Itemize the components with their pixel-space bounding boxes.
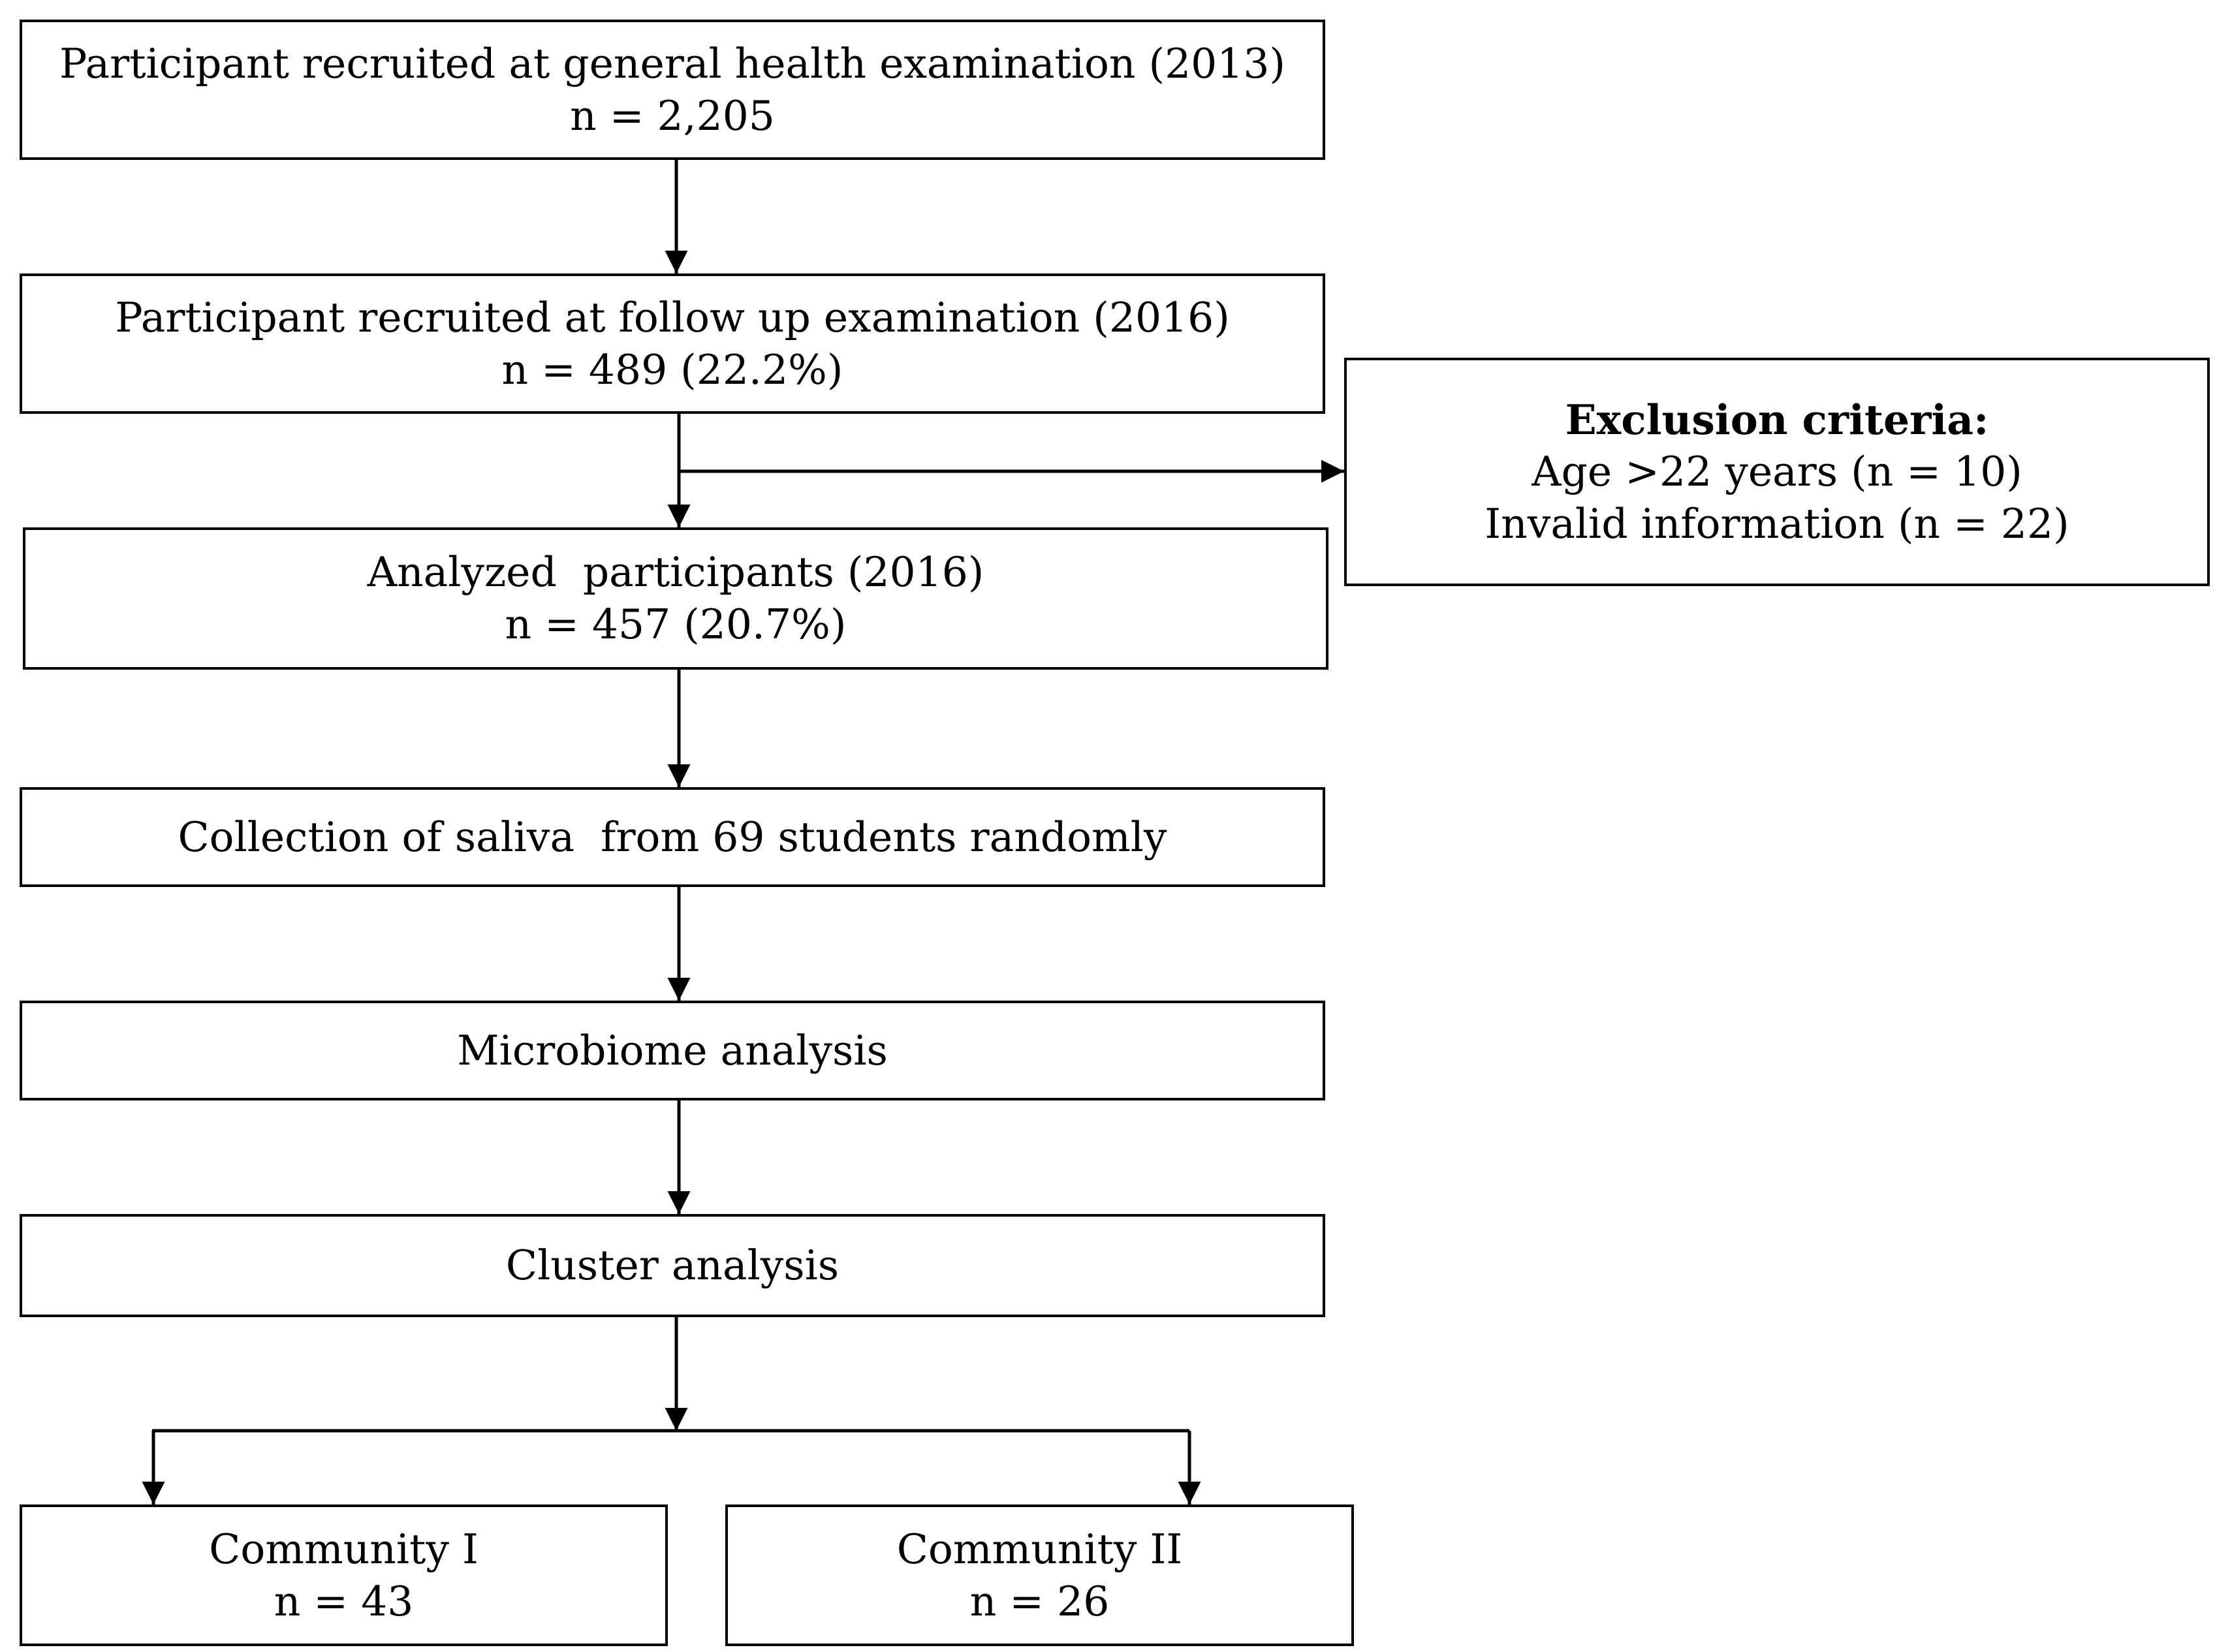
exclusion-criteria-title: Exclusion criteria: — [1565, 396, 1989, 444]
exclusion-invalid-info: Invalid information (n = 22) — [1485, 500, 2069, 548]
microbiome-analysis-box: Microbiome analysis — [20, 1001, 1325, 1100]
saliva-collection-label: Collection of saliva from 69 students ra… — [178, 813, 1167, 861]
recruit-2013-label: Participant recruited at general health … — [59, 39, 1285, 87]
cluster-analysis-label: Cluster analysis — [505, 1241, 840, 1289]
analyzed-count: n = 457 (20.7%) — [505, 600, 847, 648]
saliva-collection-box: Collection of saliva from 69 students ra… — [20, 787, 1325, 887]
recruit-2016-count: n = 489 (22.2%) — [501, 345, 843, 394]
recruit-2016-label: Participant recruited at follow up exami… — [115, 293, 1230, 341]
recruit-2013-count: n = 2,205 — [570, 91, 775, 140]
recruit-2013-box: Participant recruited at general health … — [20, 20, 1325, 160]
analyzed-participants-box: Analyzed participants (2016) n = 457 (20… — [23, 527, 1328, 670]
microbiome-analysis-label: Microbiome analysis — [457, 1026, 888, 1074]
community-1-box: Community I n = 43 — [20, 1504, 668, 1646]
exclusion-criteria-box: Exclusion criteria: Age >22 years (n = 1… — [1344, 358, 2210, 586]
community-2-box: Community II n = 26 — [725, 1504, 1354, 1646]
community-2-label: Community II — [896, 1525, 1183, 1573]
analyzed-label: Analyzed participants (2016) — [367, 548, 984, 596]
community-2-count: n = 26 — [969, 1577, 1110, 1625]
cluster-analysis-box: Cluster analysis — [20, 1214, 1325, 1317]
exclusion-age: Age >22 years (n = 10) — [1532, 448, 2022, 495]
community-1-count: n = 43 — [274, 1577, 414, 1625]
recruit-2016-box: Participant recruited at follow up exami… — [20, 273, 1325, 414]
community-1-label: Community I — [209, 1525, 479, 1573]
